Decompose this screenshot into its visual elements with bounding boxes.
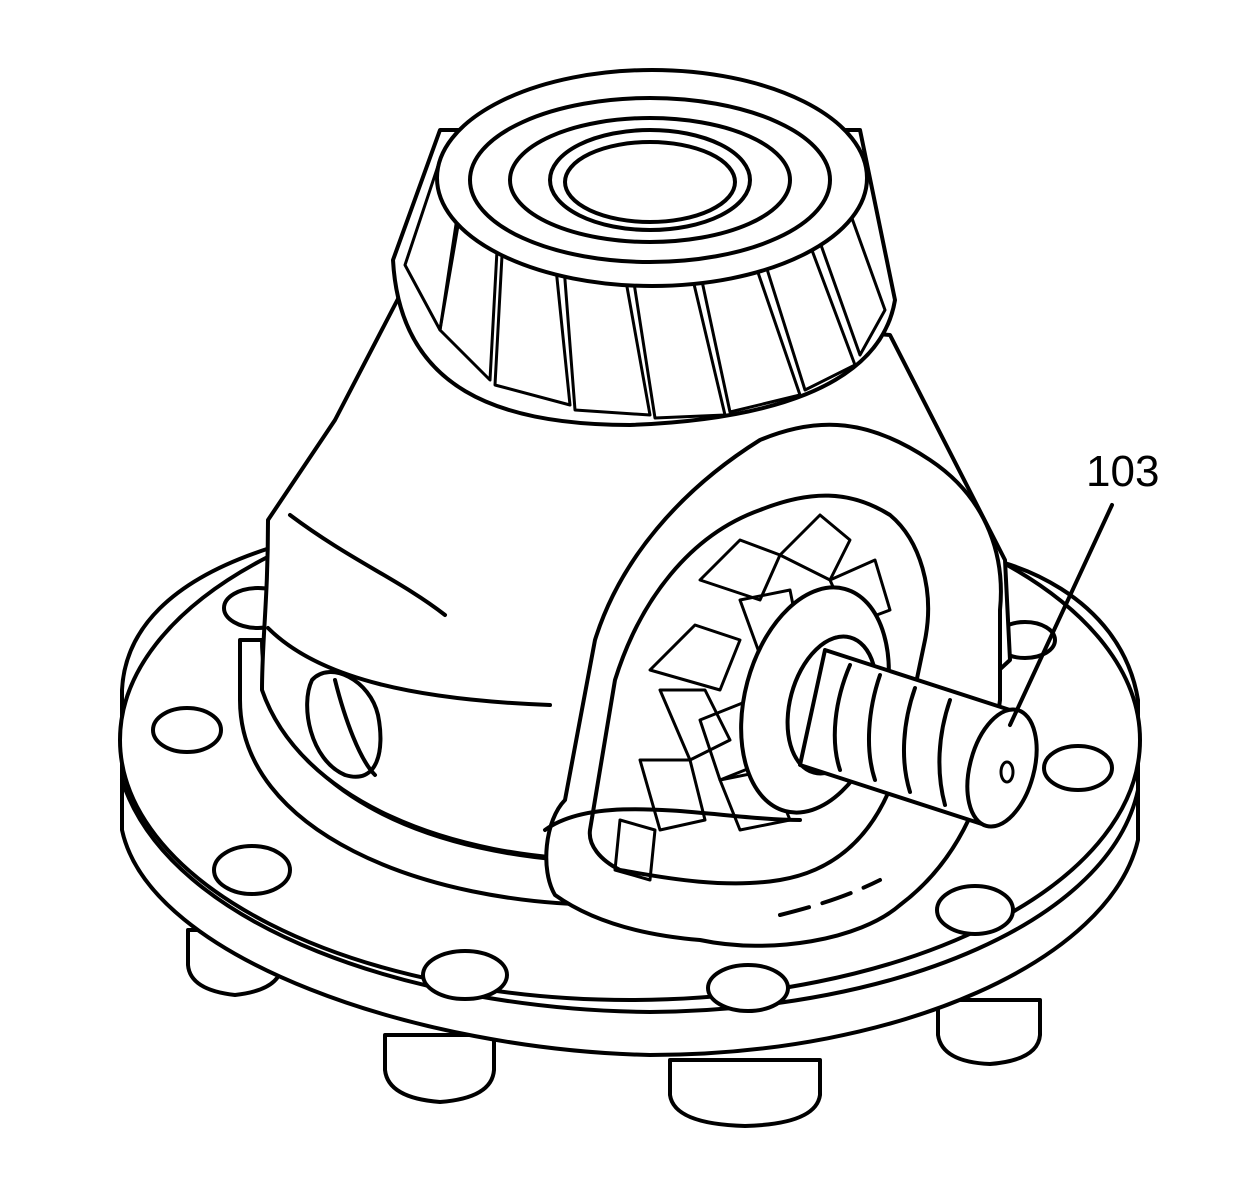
bolt-heads (186, 928, 1042, 1128)
shaft-step-2 (867, 673, 882, 782)
flange-edge-line (120, 778, 1140, 1014)
case-contour-2 (266, 626, 552, 707)
callout-label: 103 (1086, 447, 1159, 496)
shaft-end-hole (999, 760, 1015, 784)
bolt-hole-6 (935, 884, 1015, 936)
side-bearing (391, 68, 897, 427)
bolt-hole-7 (1042, 744, 1114, 792)
bolt-hole-4 (421, 949, 509, 1001)
case-contour-1 (288, 513, 447, 617)
shaft-step-3 (902, 686, 917, 794)
leader-line (1008, 503, 1114, 727)
bearing-bore-inner (563, 140, 737, 224)
bolt-hole-5 (706, 963, 790, 1013)
bolt-hole-3 (212, 844, 292, 896)
shaft-step-1 (832, 663, 852, 772)
bolt-head-3 (668, 1058, 822, 1128)
case-side-hole (305, 670, 383, 779)
window-edge-lip (543, 807, 802, 832)
callout-103: 103 (1008, 447, 1159, 727)
pinion-shaft-assembly (739, 585, 1039, 829)
bolt-head-4 (936, 998, 1042, 1066)
bolt-head-2 (383, 1033, 496, 1104)
shaft-step-4 (937, 698, 952, 807)
window-dashed-contour (778, 878, 882, 917)
bolt-hole-2 (151, 706, 223, 754)
case-side-hole-inner (333, 678, 377, 777)
